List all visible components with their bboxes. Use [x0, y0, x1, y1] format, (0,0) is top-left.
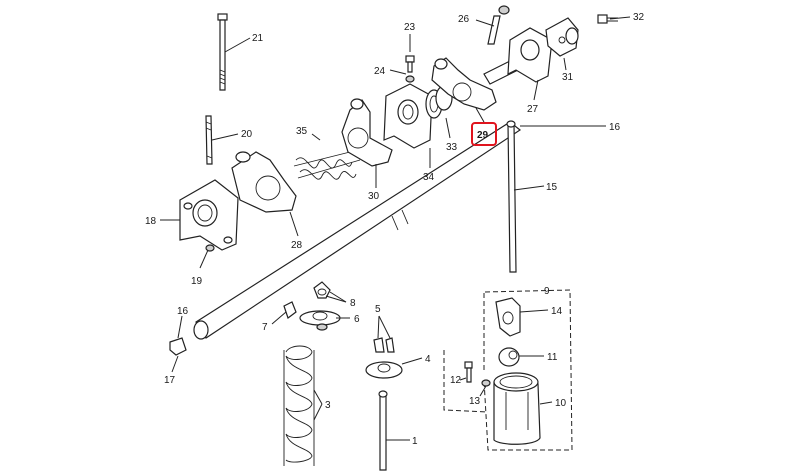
callout-10: 10 — [555, 398, 567, 409]
callout-20: 20 — [241, 129, 253, 140]
valve — [378, 390, 388, 471]
callout-6: 6 — [354, 314, 360, 325]
callout-16-bottom: 16 — [177, 306, 189, 317]
rocker-arm-rear — [431, 57, 497, 111]
callout-17: 17 — [164, 375, 176, 386]
callout-33: 33 — [446, 142, 458, 153]
callout-27: 27 — [527, 104, 539, 115]
valve-spring — [283, 345, 315, 466]
callout-labels: 21 20 23 24 26 32 31 27 35 30 34 33 29 1… — [145, 12, 645, 447]
callout-15: 15 — [546, 182, 558, 193]
callout-28: 28 — [291, 240, 303, 251]
rocker-pedestal-rear — [383, 83, 433, 149]
callout-23: 23 — [404, 22, 416, 33]
rocker-pedestal-front — [179, 179, 239, 251]
callout-5: 5 — [375, 304, 381, 315]
stud-long — [217, 13, 228, 91]
valve-collets-5 — [373, 337, 395, 353]
rocker-arm-middle — [341, 98, 393, 167]
rocker-shaft — [193, 121, 522, 340]
shaft-end-bracket — [483, 17, 579, 85]
rocker-arm-front — [231, 151, 297, 213]
locating-pin — [487, 5, 510, 45]
callout-14: 14 — [551, 306, 563, 317]
callout-9: 9 — [544, 286, 550, 297]
callout-3: 3 — [325, 400, 331, 411]
callout-19: 19 — [191, 276, 203, 287]
screw-23 — [405, 55, 415, 73]
callout-32: 32 — [633, 12, 645, 23]
callout-35: 35 — [296, 126, 308, 137]
valve-collets-8 — [313, 281, 331, 299]
spring-seat-4 — [365, 361, 403, 379]
callout-30: 30 — [368, 191, 380, 202]
callout-21: 21 — [252, 33, 264, 44]
callout-16-top: 16 — [609, 122, 621, 133]
callout-11: 11 — [547, 352, 558, 363]
adjuster-nut — [169, 337, 187, 356]
callout-18: 18 — [145, 216, 157, 227]
callout-13: 13 — [469, 396, 481, 407]
spacer-spring — [293, 149, 361, 180]
callout-8: 8 — [350, 298, 356, 309]
callout-7: 7 — [262, 322, 268, 333]
callout-29: 29 — [477, 130, 489, 141]
highlight-box-29 — [471, 122, 497, 146]
oil-seal-7 — [283, 301, 297, 319]
callout-34: 34 — [423, 172, 435, 183]
callout-12: 12 — [450, 375, 462, 386]
spring-cap-6 — [299, 310, 341, 331]
callout-26: 26 — [458, 14, 470, 25]
stud-short — [205, 115, 213, 165]
callout-31: 31 — [562, 72, 574, 83]
nut-19 — [205, 244, 215, 252]
pushrod — [506, 120, 517, 273]
callout-24: 24 — [374, 66, 386, 77]
leader-lines — [160, 16, 631, 441]
tappet-group — [443, 289, 573, 451]
callout-1: 1 — [412, 436, 418, 447]
callout-4: 4 — [425, 354, 431, 365]
nut-24 — [405, 75, 415, 83]
